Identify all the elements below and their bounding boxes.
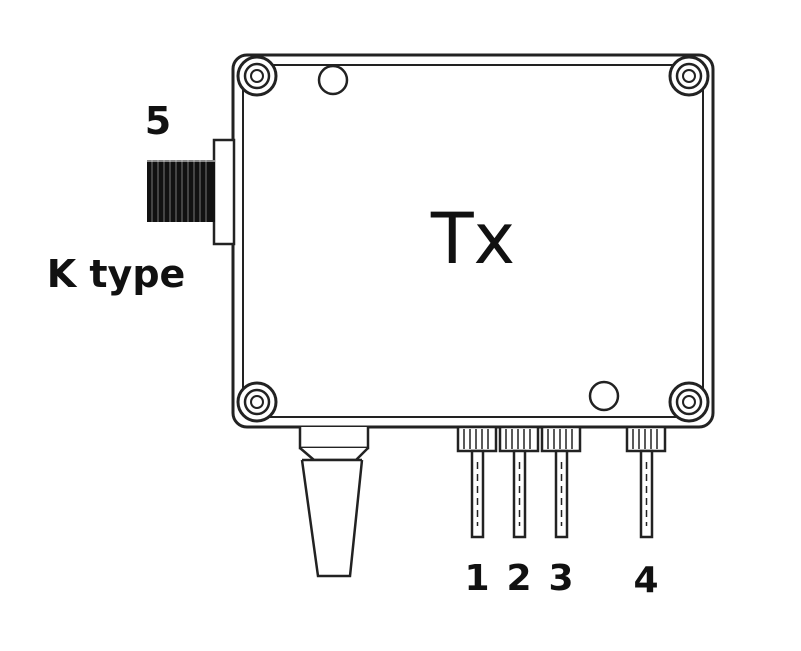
screw-top-left bbox=[236, 55, 278, 97]
pin-header-3 bbox=[540, 425, 582, 539]
pin-header-4 bbox=[625, 425, 667, 539]
mounting-hole-bottom bbox=[588, 380, 620, 412]
mounting-hole-top bbox=[317, 64, 349, 96]
pin-header-2 bbox=[498, 425, 540, 539]
screw-bottom-right bbox=[668, 381, 710, 423]
pin-label-1: 1 bbox=[464, 558, 489, 599]
screw-top-right bbox=[668, 55, 710, 97]
connector-type-label: K type bbox=[47, 252, 186, 296]
pin-label-3: 3 bbox=[548, 558, 573, 599]
connector-body bbox=[147, 160, 215, 222]
screw-bottom-left bbox=[236, 381, 278, 423]
pin-label-2: 2 bbox=[506, 558, 531, 599]
pin-label-4: 4 bbox=[633, 560, 658, 601]
k-type-connector bbox=[147, 138, 236, 246]
connector-number-label: 5 bbox=[145, 99, 171, 143]
fiber-boot bbox=[298, 427, 370, 578]
device-title: Tx bbox=[430, 198, 515, 280]
pin-header-1 bbox=[456, 425, 498, 539]
housing-inner bbox=[242, 64, 704, 418]
connector-flange bbox=[212, 138, 236, 246]
